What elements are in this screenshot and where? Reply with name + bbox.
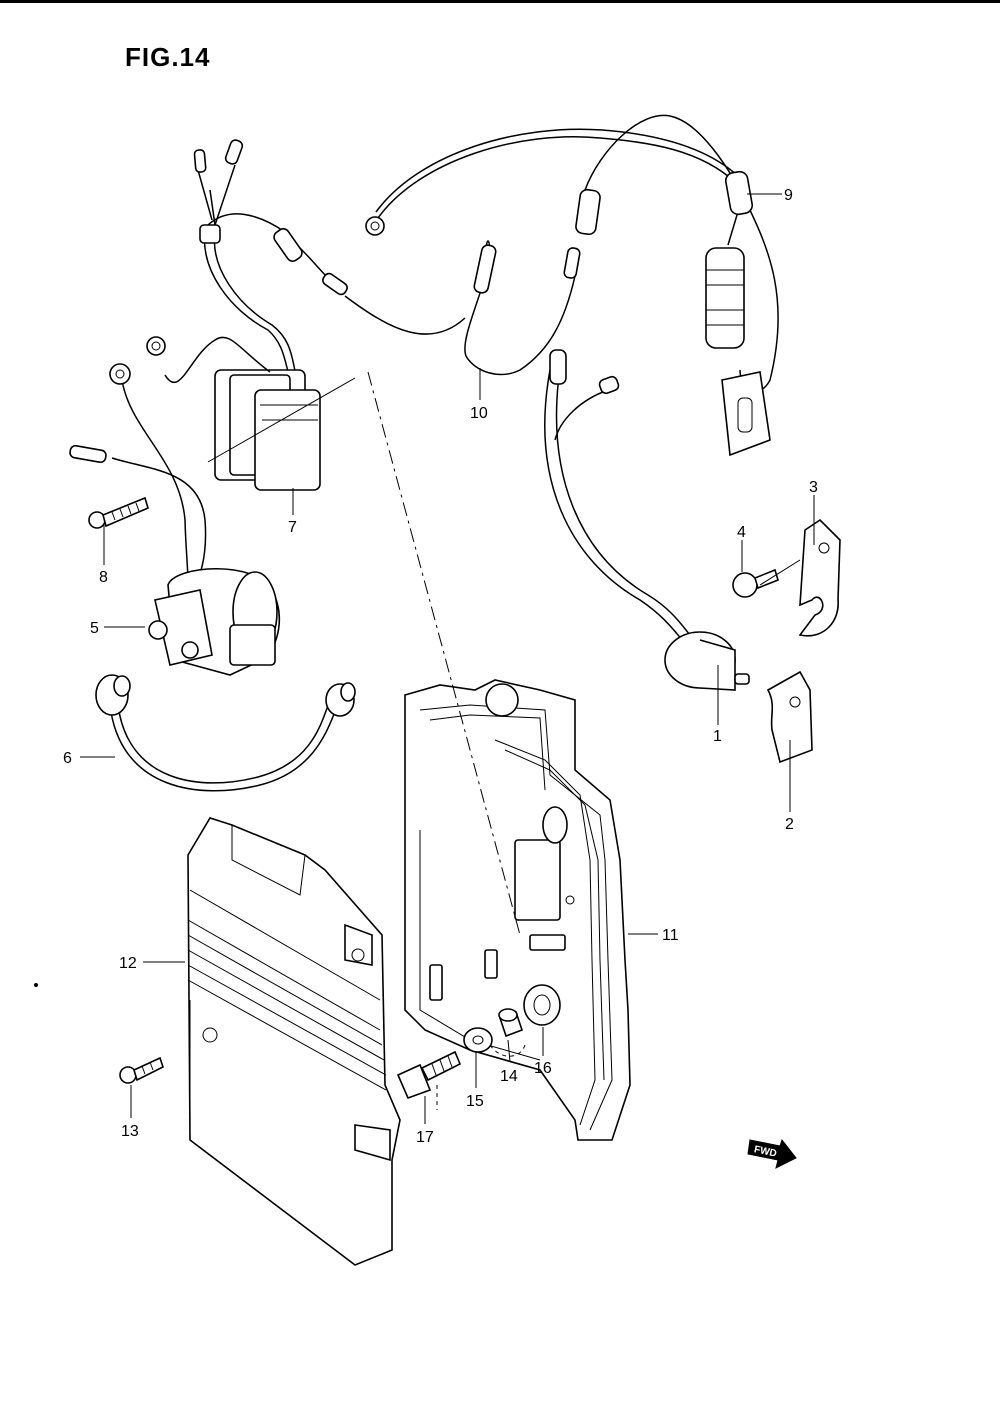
fwd-arrow-icon: FWD [747, 1138, 797, 1169]
part-11-case [404, 679, 631, 1141]
part-3-bracket [798, 518, 841, 637]
part-17-bolt [396, 1050, 462, 1100]
callout-16: 16 [534, 1060, 552, 1077]
callout-3: 3 [809, 479, 818, 496]
top-border [0, 0, 1000, 3]
part-12-cover [187, 817, 401, 1266]
assembly-line-7 [207, 377, 356, 463]
callout-5: 5 [90, 620, 99, 637]
part-13-screw [119, 1056, 164, 1084]
callout-9: 9 [784, 187, 793, 204]
callout-12: 12 [119, 955, 137, 972]
part-6-cable [95, 674, 356, 792]
wire-harness-9 [365, 114, 779, 457]
part-16-grommet [523, 984, 561, 1026]
callout-14: 14 [500, 1068, 518, 1085]
callout-4: 4 [737, 524, 746, 541]
callout-8: 8 [99, 569, 108, 586]
part-15-washer [463, 1027, 493, 1053]
leader-lines [80, 193, 815, 1124]
assembly-line [367, 371, 521, 936]
speck [34, 983, 38, 987]
callout-15: 15 [466, 1093, 484, 1110]
part-14-collar [489, 1008, 526, 1057]
callout-11: 11 [662, 927, 679, 944]
callout-7: 7 [288, 519, 297, 536]
callout-10: 10 [470, 405, 488, 422]
callout-6: 6 [63, 750, 72, 767]
callout-2: 2 [785, 816, 794, 833]
part-1-switch [544, 349, 750, 691]
part-4-bolt [732, 559, 801, 598]
part-8-screw [88, 496, 149, 529]
part-5-starter-relay [69, 363, 281, 676]
part-7-regulator [146, 336, 321, 491]
part-2-clip [766, 670, 813, 764]
callouts: 1 2 3 4 5 6 7 8 9 10 11 12 13 14 15 16 1… [63, 187, 818, 1146]
callout-17: 17 [416, 1129, 434, 1146]
wire-harness-10 [193, 139, 581, 379]
fwd-label: FWD [753, 1144, 778, 1159]
callout-13: 13 [121, 1123, 139, 1140]
figure-title: FIG.14 [125, 42, 211, 72]
callout-1: 1 [713, 728, 722, 745]
